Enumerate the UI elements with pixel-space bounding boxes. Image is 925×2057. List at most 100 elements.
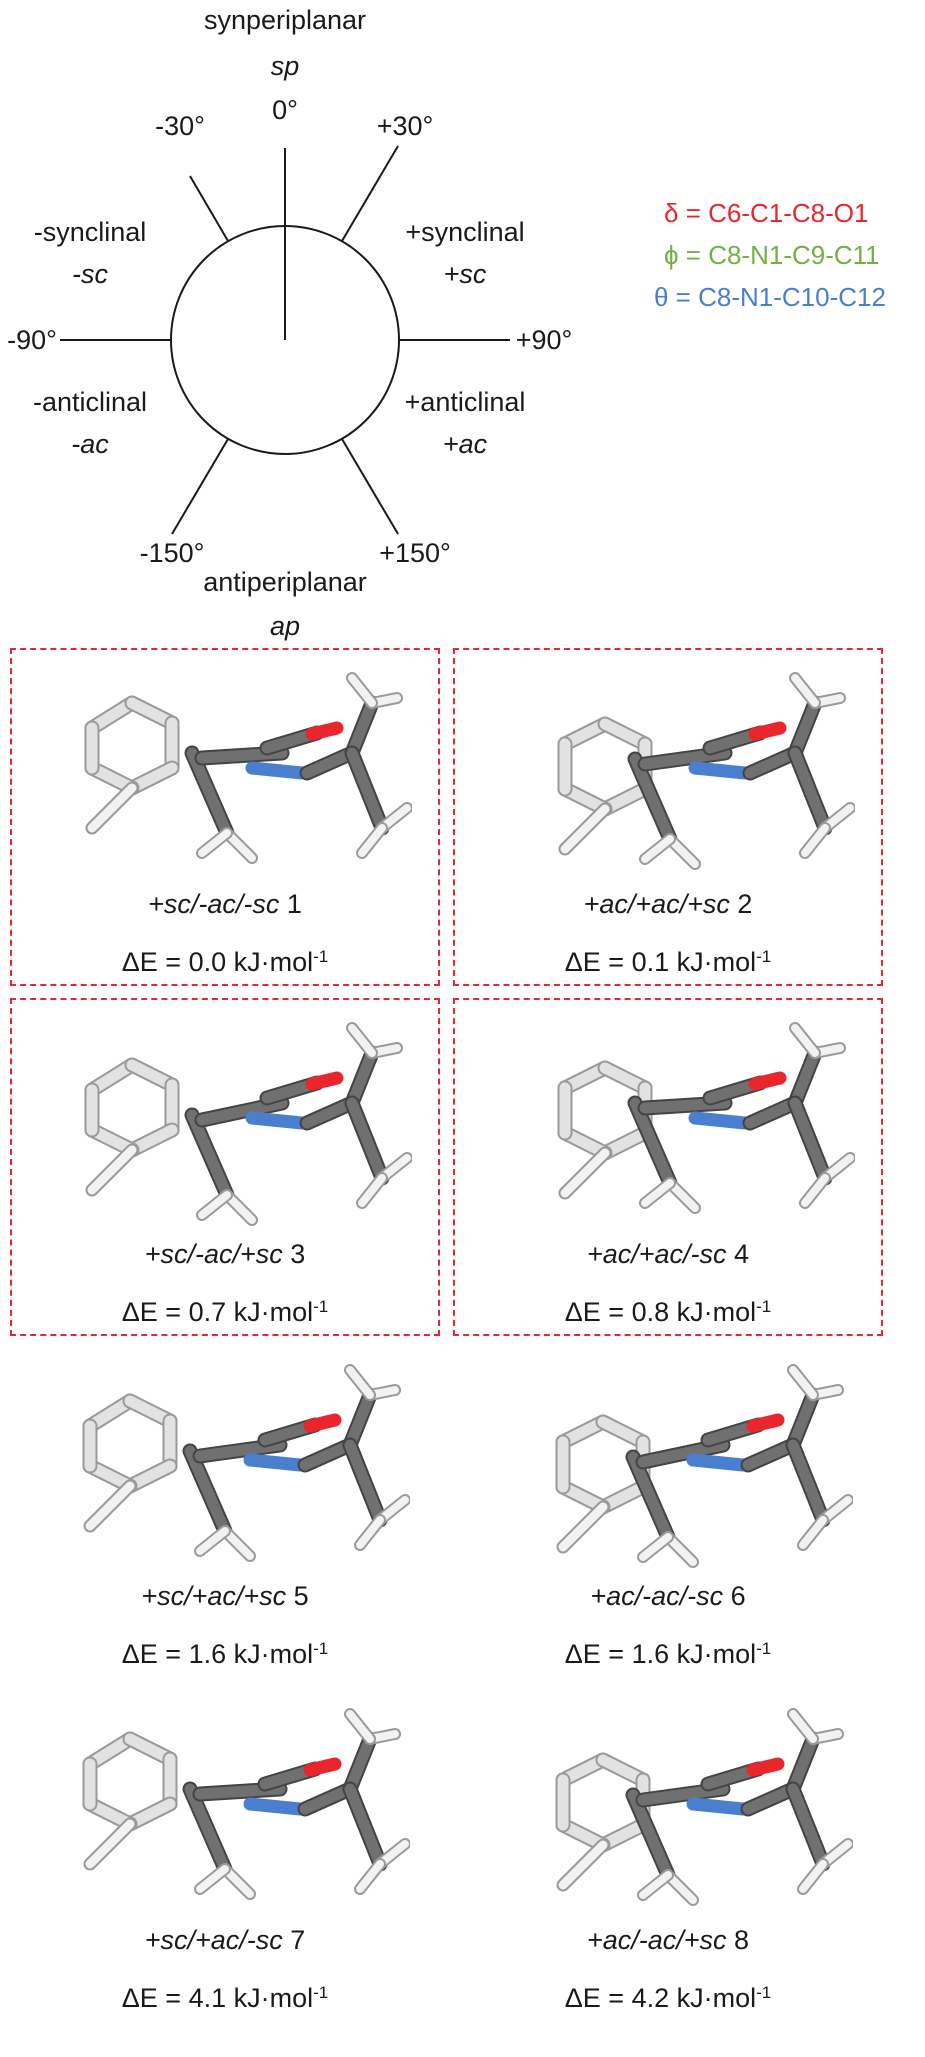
conformer-name-1: +sc/-ac/-sc xyxy=(148,889,280,919)
label-0deg: 0° xyxy=(272,95,298,125)
energy-exponent: -1 xyxy=(756,1639,772,1658)
energy-prefix: ΔE = xyxy=(564,1639,632,1669)
conformer-label-6: +ac/-ac/-sc 6 xyxy=(453,1580,883,1612)
energy-value: 1.6 xyxy=(631,1639,670,1669)
energy-unit: kJ·mol xyxy=(226,1639,314,1669)
energy-prefix: ΔE = xyxy=(121,1639,189,1669)
molecule-structure-8 xyxy=(555,1708,853,1906)
conformer-name-3: +sc/-ac/+sc xyxy=(144,1239,283,1269)
conformer-name-2: +ac/+ac/+sc xyxy=(583,889,730,919)
energy-value: 0.8 xyxy=(631,1297,670,1327)
conformer-label-1: +sc/-ac/-sc 1 xyxy=(12,888,438,920)
energy-exponent: -1 xyxy=(313,1983,329,2002)
energy-exponent: -1 xyxy=(756,947,772,966)
conformer-name-6: +ac/-ac/-sc xyxy=(590,1581,724,1611)
conformer-label-3: +sc/-ac/+sc 3 xyxy=(12,1238,438,1270)
energy-exponent: -1 xyxy=(756,1297,772,1316)
energy-value: 1.6 xyxy=(188,1639,227,1669)
energy-value: 4.1 xyxy=(188,1983,227,2013)
conformer-panel-6: +ac/-ac/-sc 6 ΔE = 1.6 kJ·mol-1 xyxy=(453,1342,883,1680)
conformer-energy-5: ΔE = 1.6 kJ·mol-1 xyxy=(10,1638,440,1670)
conformer-panel-2: +ac/+ac/+sc 2 ΔE = 0.1 kJ·mol-1 xyxy=(453,648,883,986)
label-p150deg: +150° xyxy=(379,538,451,568)
conformer-name-8: +ac/-ac/+sc xyxy=(586,1925,727,1955)
conformer-panel-3: +sc/-ac/+sc 3 ΔE = 0.7 kJ·mol-1 xyxy=(10,998,440,1336)
energy-value: 0.7 xyxy=(188,1297,227,1327)
tick-p150 xyxy=(341,438,399,535)
molecule-structure-7 xyxy=(82,1708,410,1900)
label-m-synclinal: -synclinal xyxy=(33,217,147,247)
conformer-number-2: 2 xyxy=(729,889,753,919)
energy-prefix: ΔE = xyxy=(564,1983,632,2013)
energy-value: 0.0 xyxy=(188,947,227,977)
molecule-structure-3 xyxy=(84,1022,412,1226)
conformer-energy-7: ΔE = 4.1 kJ·mol-1 xyxy=(10,1982,440,2014)
energy-value: 0.1 xyxy=(631,947,670,977)
conformer-energy-4: ΔE = 0.8 kJ·mol-1 xyxy=(455,1296,881,1328)
conformer-panel-4: +ac/+ac/-sc 4 ΔE = 0.8 kJ·mol-1 xyxy=(453,998,883,1336)
energy-unit: kJ·mol xyxy=(669,1983,757,2013)
label-p-sc: +sc xyxy=(443,259,487,289)
energy-exponent: -1 xyxy=(313,947,329,966)
label-antiperiplanar: antiperiplanar xyxy=(203,567,367,597)
energy-prefix: ΔE = xyxy=(121,1983,189,2013)
energy-prefix: ΔE = xyxy=(564,1297,632,1327)
label-p-ac: +ac xyxy=(442,429,488,459)
energy-unit: kJ·mol xyxy=(226,947,314,977)
conformer-number-5: 5 xyxy=(286,1581,309,1611)
label-m150deg: -150° xyxy=(139,538,205,568)
conformer-label-7: +sc/+ac/-sc 7 xyxy=(10,1924,440,1956)
conformer-name-7: +sc/+ac/-sc xyxy=(144,1925,283,1955)
conformer-label-5: +sc/+ac/+sc 5 xyxy=(10,1580,440,1612)
energy-unit: kJ·mol xyxy=(669,947,757,977)
molecule-structure-1 xyxy=(84,672,412,864)
label-ap: ap xyxy=(269,611,301,641)
molecule-structure-5 xyxy=(82,1364,410,1562)
tick-m30 xyxy=(189,175,229,242)
conformer-panel-8: +ac/-ac/+sc 8 ΔE = 4.2 kJ·mol-1 xyxy=(453,1686,883,2024)
tick-p30 xyxy=(341,145,399,242)
tick-m150 xyxy=(171,438,229,535)
energy-prefix: ΔE = xyxy=(121,1297,189,1327)
conformer-label-4: +ac/+ac/-sc 4 xyxy=(455,1238,881,1270)
energy-value: 4.2 xyxy=(631,1983,670,2013)
conformer-panel-7: +sc/+ac/-sc 7 ΔE = 4.1 kJ·mol-1 xyxy=(10,1686,440,2024)
energy-exponent: -1 xyxy=(313,1297,329,1316)
conformer-number-8: 8 xyxy=(726,1925,750,1955)
label-m90deg: -90° xyxy=(7,325,57,355)
molecule-structure-2 xyxy=(557,672,855,870)
conformer-energy-1: ΔE = 0.0 kJ·mol-1 xyxy=(12,946,438,978)
label-m-ac: -ac xyxy=(71,429,109,459)
conformer-panel-5: +sc/+ac/+sc 5 ΔE = 1.6 kJ·mol-1 xyxy=(10,1342,440,1680)
newman-dial xyxy=(60,145,510,535)
conformer-name-5: +sc/+ac/+sc xyxy=(141,1581,287,1611)
energy-exponent: -1 xyxy=(313,1639,329,1658)
conformer-number-3: 3 xyxy=(282,1239,306,1269)
energy-unit: kJ·mol xyxy=(669,1639,757,1669)
label-p30deg: +30° xyxy=(376,111,434,141)
conformer-number-6: 6 xyxy=(723,1581,746,1611)
conformer-name-4: +ac/+ac/-sc xyxy=(586,1239,727,1269)
legend-theta: θ = C8-N1-C10-C12 xyxy=(654,282,886,312)
energy-prefix: ΔE = xyxy=(121,947,189,977)
conformer-energy-2: ΔE = 0.1 kJ·mol-1 xyxy=(455,946,881,978)
conformer-number-7: 7 xyxy=(282,1925,306,1955)
conformer-label-8: +ac/-ac/+sc 8 xyxy=(453,1924,883,1956)
conformer-panel-1: +sc/-ac/-sc 1 ΔE = 0.0 kJ·mol-1 xyxy=(10,648,440,986)
label-m-sc: -sc xyxy=(72,259,108,289)
energy-unit: kJ·mol xyxy=(226,1297,314,1327)
conformer-label-2: +ac/+ac/+sc 2 xyxy=(455,888,881,920)
label-p90deg: +90° xyxy=(515,325,573,355)
conformer-energy-3: ΔE = 0.7 kJ·mol-1 xyxy=(12,1296,438,1328)
label-p-synclinal: +synclinal xyxy=(405,217,525,247)
molecule-structure-4 xyxy=(557,1022,855,1214)
legend-phi: ϕ = C8-N1-C9-C11 xyxy=(664,240,880,270)
label-m30deg: -30° xyxy=(155,111,205,141)
conformer-energy-8: ΔE = 4.2 kJ·mol-1 xyxy=(453,1982,883,2014)
energy-unit: kJ·mol xyxy=(669,1297,757,1327)
label-synperiplanar: synperiplanar xyxy=(203,5,367,35)
legend-delta: δ = C6-C1-C8-O1 xyxy=(664,198,869,228)
energy-unit: kJ·mol xyxy=(226,1983,314,2013)
label-p-anticlinal: +anticlinal xyxy=(404,387,526,417)
label-sp: sp xyxy=(270,51,300,81)
